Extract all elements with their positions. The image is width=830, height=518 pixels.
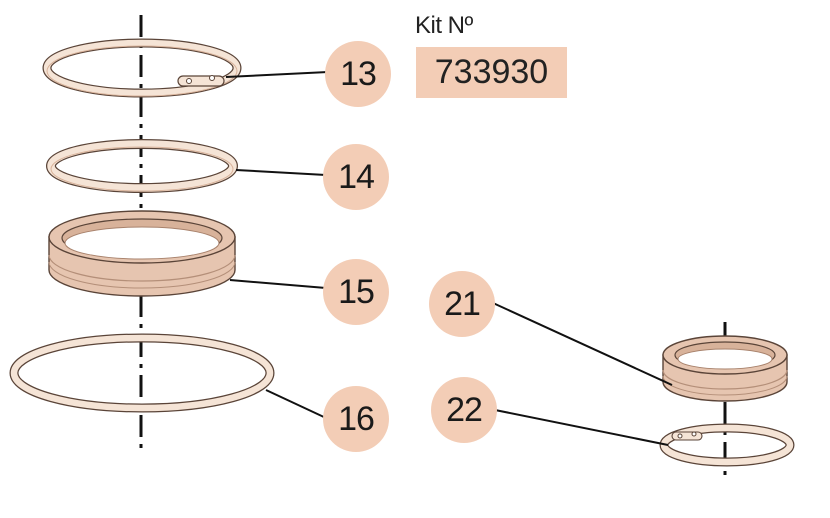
kit-number-box: 733930 [416, 47, 567, 98]
callout-21: 21 [429, 271, 495, 337]
leader-13 [225, 71, 329, 78]
callout-13: 13 [325, 41, 391, 107]
part-13-retaining-ring [42, 38, 242, 98]
part-16-o-ring [9, 333, 275, 413]
callout-22: 22 [431, 377, 497, 443]
leader-21 [492, 302, 673, 386]
leader-16 [265, 389, 327, 419]
leader-15 [229, 279, 327, 289]
part-14-washer [46, 139, 238, 193]
callout-14: 14 [323, 144, 389, 210]
part-21-seal [662, 335, 788, 402]
leader-22 [494, 409, 669, 446]
callout-16: 16 [323, 386, 389, 452]
callout-15: 15 [323, 259, 389, 325]
leader-14 [235, 169, 327, 176]
part-15-seal [48, 210, 236, 297]
kit-label: Kit Nº [415, 12, 473, 39]
part-22-retaining-ring [659, 423, 795, 467]
